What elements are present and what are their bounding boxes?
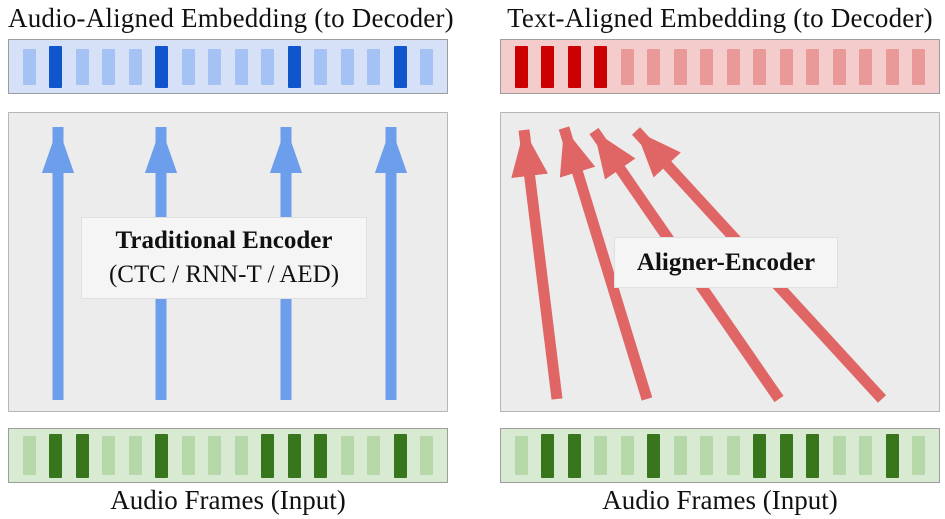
light-embedding-bar [75, 48, 89, 85]
dark-embedding-bar [647, 433, 661, 478]
light-embedding-bar [314, 48, 328, 85]
light-embedding-bar [208, 436, 222, 475]
light-embedding-bar [102, 48, 116, 85]
light-embedding-bar [700, 436, 714, 475]
dark-embedding-bar [49, 433, 63, 478]
light-embedding-bar [753, 48, 767, 85]
light-embedding-bar [261, 48, 275, 85]
light-embedding-bar [234, 48, 248, 85]
dark-embedding-bar [155, 433, 169, 478]
light-embedding-bar [420, 48, 434, 85]
light-embedding-bar [420, 436, 434, 475]
light-embedding-bar [181, 48, 195, 85]
traditional-encoder-label: Traditional Encoder (CTC / RNN-T / AED) [81, 217, 367, 299]
light-embedding-bar [128, 48, 142, 85]
light-embedding-bar [22, 48, 36, 85]
left-panel-title: Audio-Aligned Embedding (to Decoder) [8, 3, 454, 33]
dark-embedding-bar [541, 433, 555, 478]
light-embedding-bar [885, 48, 899, 85]
light-embedding-bar [912, 436, 926, 475]
dark-embedding-bar [261, 433, 275, 478]
light-embedding-bar [340, 48, 354, 85]
text-aligned-embedding-strip [500, 39, 940, 94]
light-embedding-bar [726, 48, 740, 85]
traditional-encoder-label-subtitle: (CTC / RNN-T / AED) [108, 261, 340, 288]
light-embedding-bar [181, 436, 195, 475]
light-embedding-bar [912, 48, 926, 85]
light-embedding-bar [514, 436, 528, 475]
right-input-caption: Audio Frames (Input) [602, 485, 838, 515]
traditional-encoder-box: Traditional Encoder (CTC / RNN-T / AED) [8, 112, 448, 412]
dark-embedding-bar [314, 433, 328, 478]
light-embedding-bar [367, 436, 381, 475]
dark-embedding-bar [155, 45, 169, 88]
audio-aligned-embedding-strip [8, 39, 448, 94]
left-input-caption: Audio Frames (Input) [110, 485, 346, 515]
light-embedding-bar [22, 436, 36, 475]
dark-embedding-bar [753, 433, 767, 478]
light-embedding-bar [208, 48, 222, 85]
dark-embedding-bar [514, 45, 528, 88]
dark-embedding-bar [885, 433, 899, 478]
aligner-encoder-box: Aligner-Encoder [500, 112, 940, 412]
dark-embedding-bar [393, 45, 407, 88]
aligner-encoder-label: Aligner-Encoder [614, 237, 838, 288]
light-embedding-bar [673, 48, 687, 85]
audio-frames-strip-left [8, 428, 448, 483]
light-embedding-bar [832, 48, 846, 85]
dark-embedding-bar [594, 45, 608, 88]
light-embedding-bar [806, 48, 820, 85]
light-embedding-bar [367, 48, 381, 85]
light-embedding-bar [700, 48, 714, 85]
light-embedding-bar [128, 436, 142, 475]
dark-embedding-bar [393, 433, 407, 478]
light-embedding-bar [832, 436, 846, 475]
dark-embedding-bar [779, 433, 793, 478]
light-embedding-bar [102, 436, 116, 475]
dark-embedding-bar [287, 45, 301, 88]
light-embedding-bar [673, 436, 687, 475]
dark-embedding-bar [75, 433, 89, 478]
arrow-icon [558, 126, 653, 401]
light-embedding-bar [859, 436, 873, 475]
light-embedding-bar [859, 48, 873, 85]
light-embedding-bar [647, 48, 661, 85]
light-embedding-bar [620, 436, 634, 475]
light-embedding-bar [594, 436, 608, 475]
dark-embedding-bar [541, 45, 555, 88]
audio-frames-strip-right [500, 428, 940, 483]
dark-embedding-bar [567, 45, 581, 88]
traditional-encoder-label-title: Traditional Encoder [115, 227, 333, 254]
arrow-icon [511, 129, 563, 400]
light-embedding-bar [234, 436, 248, 475]
dark-embedding-bar [806, 433, 820, 478]
dark-embedding-bar [287, 433, 301, 478]
light-embedding-bar [726, 436, 740, 475]
dark-embedding-bar [567, 433, 581, 478]
light-embedding-bar [620, 48, 634, 85]
light-embedding-bar [779, 48, 793, 85]
light-embedding-bar [340, 436, 354, 475]
aligner-encoder-label-title: Aligner-Encoder [636, 248, 816, 276]
right-panel-title: Text-Aligned Embedding (to Decoder) [507, 3, 933, 33]
dark-embedding-bar [49, 45, 63, 88]
